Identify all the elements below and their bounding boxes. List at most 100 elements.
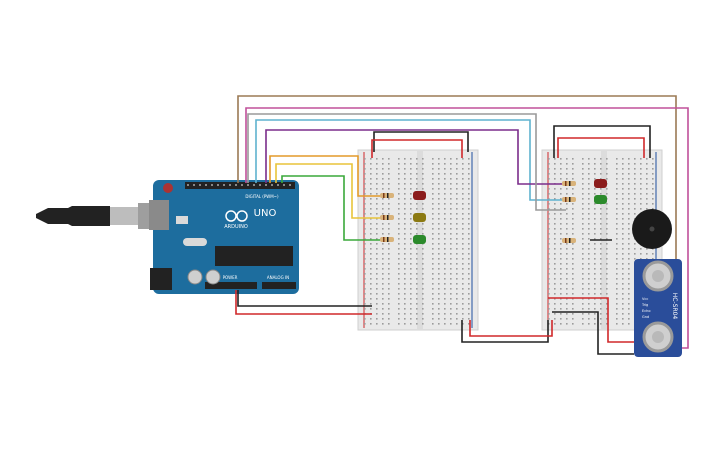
breadboard-hole bbox=[572, 293, 574, 295]
breadboard-hole bbox=[588, 248, 590, 250]
header-pin bbox=[223, 184, 225, 186]
buzzer[interactable] bbox=[632, 209, 672, 249]
breadboard-hole bbox=[462, 273, 464, 275]
breadboard-hole bbox=[456, 268, 458, 270]
breadboard-hole bbox=[388, 183, 390, 185]
breadboard-hole bbox=[606, 223, 608, 225]
breadboard-hole bbox=[616, 323, 618, 325]
breadboard-hole bbox=[364, 278, 366, 280]
breadboard-hole bbox=[438, 228, 440, 230]
breadboard-hole bbox=[416, 258, 418, 260]
wire-purple bbox=[265, 129, 568, 185]
breadboard-hole bbox=[404, 223, 406, 225]
breadboard-hole bbox=[376, 273, 378, 275]
breadboard-hole bbox=[628, 238, 630, 240]
breadboard-hole bbox=[410, 233, 412, 235]
breadboard-hole bbox=[456, 293, 458, 295]
breadboard-hole bbox=[450, 218, 452, 220]
arduino-board[interactable]: ARDUINO UNO DIGITAL (PWM~) POWER ANALOG … bbox=[149, 180, 299, 294]
breadboard-hole bbox=[560, 318, 562, 320]
breadboard-hole bbox=[410, 183, 412, 185]
breadboard-hole bbox=[606, 213, 608, 215]
breadboard-hole bbox=[628, 183, 630, 185]
breadboard-hole bbox=[572, 213, 574, 215]
breadboard-hole bbox=[622, 283, 624, 285]
breadboard-hole bbox=[600, 268, 602, 270]
breadboard-hole bbox=[582, 278, 584, 280]
breadboard-hole bbox=[376, 248, 378, 250]
breadboard-hole bbox=[370, 223, 372, 225]
breadboard-hole bbox=[560, 248, 562, 250]
breadboard-hole bbox=[364, 258, 366, 260]
breadboard-hole bbox=[548, 238, 550, 240]
breadboard-hole bbox=[566, 293, 568, 295]
breadboard-hole bbox=[616, 308, 618, 310]
usb-cable bbox=[36, 203, 156, 229]
breadboard-hole bbox=[594, 163, 596, 165]
breadboard-hole bbox=[462, 303, 464, 305]
breadboard-hole bbox=[444, 323, 446, 325]
ultrasonic-sensor[interactable]: HC-SR04 Vcc Trig Echo Gnd bbox=[634, 259, 682, 357]
breadboard-hole bbox=[616, 258, 618, 260]
breadboard-hole bbox=[422, 258, 424, 260]
breadboard-hole bbox=[404, 253, 406, 255]
breadboard-hole bbox=[468, 213, 470, 215]
breadboard-hole bbox=[652, 188, 654, 190]
breadboard-hole bbox=[616, 203, 618, 205]
breadboard-hole bbox=[600, 313, 602, 315]
breadboard-hole bbox=[410, 293, 412, 295]
breadboard-hole bbox=[444, 193, 446, 195]
breadboard-hole bbox=[438, 208, 440, 210]
breadboard-hole bbox=[616, 238, 618, 240]
breadboard-hole bbox=[370, 183, 372, 185]
breadboard-hole bbox=[600, 208, 602, 210]
breadboard-hole bbox=[634, 193, 636, 195]
breadboard-hole bbox=[432, 318, 434, 320]
breadboard-hole bbox=[582, 313, 584, 315]
breadboard-hole bbox=[582, 233, 584, 235]
breadboard-hole bbox=[554, 273, 556, 275]
breadboard-hole bbox=[398, 248, 400, 250]
breadboard-hole bbox=[416, 308, 418, 310]
breadboard-hole bbox=[422, 293, 424, 295]
breadboard-hole bbox=[456, 283, 458, 285]
breadboard-hole bbox=[628, 313, 630, 315]
breadboard-hole bbox=[566, 218, 568, 220]
breadboard-hole bbox=[388, 223, 390, 225]
breadboard-hole bbox=[572, 253, 574, 255]
breadboard-hole bbox=[388, 243, 390, 245]
breadboard-hole bbox=[450, 253, 452, 255]
breadboard-hole bbox=[376, 188, 378, 190]
breadboard-hole bbox=[554, 248, 556, 250]
breadboard-hole bbox=[456, 213, 458, 215]
breadboard-hole bbox=[628, 303, 630, 305]
breadboard-hole bbox=[582, 308, 584, 310]
breadboard-hole bbox=[410, 298, 412, 300]
breadboard-hole bbox=[548, 293, 550, 295]
breadboard-hole bbox=[444, 253, 446, 255]
breadboard-hole bbox=[382, 318, 384, 320]
breadboard-hole bbox=[606, 228, 608, 230]
breadboard-hole bbox=[444, 238, 446, 240]
breadboard-hole bbox=[572, 268, 574, 270]
breadboard-hole bbox=[582, 283, 584, 285]
breadboard-hole bbox=[560, 198, 562, 200]
breadboard-hole bbox=[560, 173, 562, 175]
breadboard-hole bbox=[370, 208, 372, 210]
breadboard-hole bbox=[382, 228, 384, 230]
breadboard-hole bbox=[616, 288, 618, 290]
breadboard-hole bbox=[588, 258, 590, 260]
breadboard-hole bbox=[382, 303, 384, 305]
breadboard-hole bbox=[376, 178, 378, 180]
breadboard-hole bbox=[622, 198, 624, 200]
breadboard-hole bbox=[582, 288, 584, 290]
breadboard-hole bbox=[432, 283, 434, 285]
breadboard-hole bbox=[416, 163, 418, 165]
breadboard-hole bbox=[388, 173, 390, 175]
breadboard-hole bbox=[628, 268, 630, 270]
breadboard-hole bbox=[432, 273, 434, 275]
breadboard-hole bbox=[398, 313, 400, 315]
resistors bbox=[380, 181, 576, 243]
breadboard-hole bbox=[388, 303, 390, 305]
breadboard-hole bbox=[456, 233, 458, 235]
